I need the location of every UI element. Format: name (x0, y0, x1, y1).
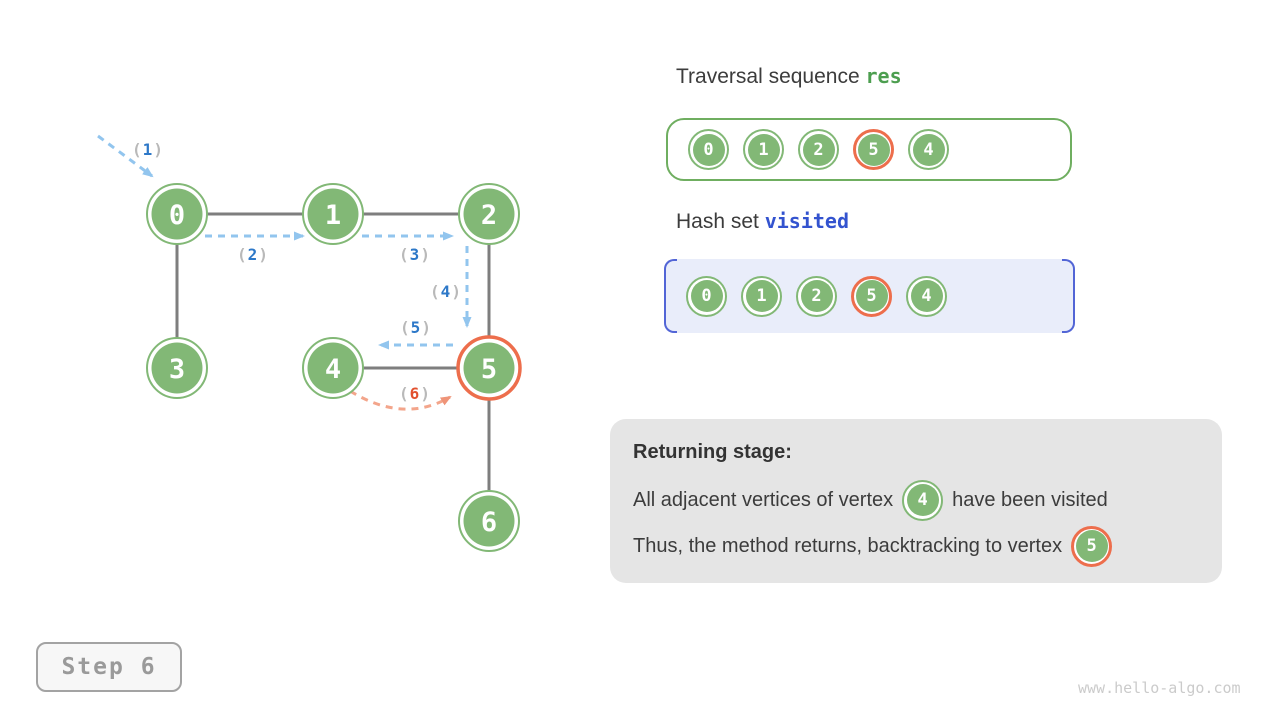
svg-text:6: 6 (481, 507, 497, 538)
visited-set-box: 0 1 2 5 4 (664, 259, 1075, 333)
graph-vertex-4: 4 (302, 337, 364, 399)
info-line-2: Thus, the method returns, backtracking t… (633, 523, 1199, 569)
visited-chip-0: 0 (686, 275, 727, 317)
visited-chip-5-highlighted: 5 (851, 275, 892, 317)
graph-vertex-1: 1 (302, 183, 364, 245)
returning-stage-heading: Returning stage: (633, 441, 792, 463)
step-label-3: (3) (399, 245, 431, 264)
graph-vertex-3: 3 (146, 337, 208, 399)
res-chip-0: 0 (688, 129, 729, 170)
visited-chip-0-label: 0 (690, 280, 723, 312)
res-sequence-box: 0 1 2 5 4 (666, 118, 1072, 181)
res-title-text: Traversal sequence (676, 65, 860, 88)
step-label-6: (6) (399, 384, 431, 403)
svg-text:1: 1 (325, 200, 341, 231)
info-vertex-5-chip-highlighted: 5 (1071, 525, 1113, 567)
res-chip-2-label: 2 (802, 133, 835, 166)
returning-stage-box: Returning stage: All adjacent vertices o… (610, 419, 1222, 583)
info-vertex-4-chip: 4 (902, 479, 944, 521)
step-label-4: (4) (430, 282, 462, 301)
visited-chip-1-label: 1 (745, 280, 778, 312)
svg-text:4: 4 (325, 354, 341, 385)
res-chip-1-label: 1 (747, 133, 780, 166)
traversal-arrow-1 (97, 134, 154, 178)
step-label-1: (1) (132, 140, 164, 159)
svg-text:0: 0 (169, 200, 185, 231)
graph-vertex-5-highlighted: 5 (456, 335, 522, 401)
res-panel-title: Traversal sequence res (676, 64, 902, 89)
info-line-1-before: All adjacent vertices of vertex (633, 488, 894, 511)
set-bracket-left (664, 259, 677, 333)
svg-text:5: 5 (481, 354, 497, 385)
step-labels: (1) (2) (3) (4) (5) (6) (132, 140, 462, 403)
res-chip-5-highlighted: 5 (853, 129, 894, 170)
set-bracket-right (1062, 259, 1075, 333)
res-chip-5-label: 5 (857, 133, 890, 166)
visited-chip-5-label: 5 (855, 280, 888, 312)
step-badge-label: Step 6 (61, 654, 157, 680)
info-vertex-5-label: 5 (1075, 530, 1108, 562)
info-line-2-before: Thus, the method returns, backtracking t… (633, 534, 1063, 557)
step-badge: Step 6 (36, 642, 182, 692)
graph-vertex-2: 2 (458, 183, 520, 245)
res-code-label: res (865, 64, 902, 88)
visited-chip-2-label: 2 (800, 280, 833, 312)
visited-chip-4: 4 (906, 275, 947, 317)
res-chip-0-label: 0 (692, 133, 725, 166)
step-label-5: (5) (400, 318, 432, 337)
visited-title-text: Hash set (676, 210, 759, 233)
svg-text:3: 3 (169, 354, 185, 385)
graph-vertex-6: 6 (458, 490, 520, 552)
visited-code-label: visited (764, 209, 850, 233)
info-line-1-after: have been visited (952, 488, 1108, 511)
traversal-arrow-6 (349, 389, 452, 411)
res-chip-4-label: 4 (912, 133, 945, 166)
res-chip-4: 4 (908, 129, 949, 170)
graph-vertex-0: 0 (146, 183, 208, 245)
step-label-2: (2) (237, 245, 269, 264)
res-chip-2: 2 (798, 129, 839, 170)
visited-chip-1: 1 (741, 275, 782, 317)
svg-text:2: 2 (481, 200, 497, 231)
graph-figure: (1) (2) (3) (4) (5) (6) 0 1 2 3 4 5 (97, 134, 522, 552)
res-chip-1: 1 (743, 129, 784, 170)
graph-vertices: 0 1 2 3 4 5 6 (146, 183, 522, 552)
visited-chip-4-label: 4 (910, 280, 943, 312)
watermark: www.hello-algo.com (1078, 679, 1241, 697)
visited-panel-title: Hash set visited (676, 209, 849, 234)
traversal-arrows (97, 134, 472, 411)
info-line-1: All adjacent vertices of vertex 4 have b… (633, 477, 1199, 523)
visited-chip-2: 2 (796, 275, 837, 317)
info-vertex-4-label: 4 (906, 484, 939, 516)
